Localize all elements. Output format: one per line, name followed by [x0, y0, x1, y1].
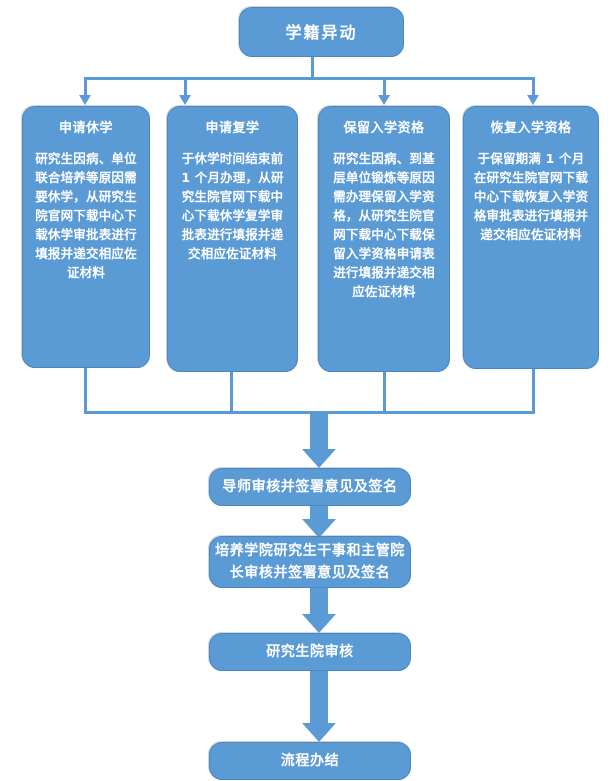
arrowhead-down-icon-merge	[302, 449, 336, 468]
arrow-shaft	[310, 506, 328, 519]
seq-0-label: 导师审核并签署意见及签名	[222, 479, 398, 495]
branch-0-title: 申请休学	[58, 121, 113, 136]
connector-drop-3	[532, 77, 535, 97]
node-apply-resumption[interactable]: 申请复学 于休学时间结束前 1 个月办理，从研究生院官网下载中心下载休学复学审批…	[167, 106, 298, 372]
connector-merge-stem-0	[84, 368, 87, 413]
node-apply-suspension[interactable]: 申请休学 研究生因病、单位联合培养等原因需要休学，从研究生院官网下载中心下载休学…	[22, 106, 150, 368]
arrowhead-down-icon-1	[179, 95, 191, 105]
branch-3-title: 恢复入学资格	[490, 121, 572, 136]
connector-drop-2	[383, 77, 386, 97]
connector-merge-bar	[84, 411, 535, 414]
arrow-graduate-school-to-complete	[301, 671, 337, 742]
arrow-merge-to-advisor	[301, 411, 337, 468]
arrow-advisor-to-college	[301, 506, 337, 538]
branch-1-title: 申请复学	[205, 121, 260, 136]
node-process-complete[interactable]: 流程办结	[209, 742, 411, 780]
arrowhead-down-icon-2	[378, 95, 390, 105]
arrow-shaft	[310, 588, 328, 614]
arrow-shaft	[310, 411, 328, 449]
connector-merge-stem-2	[383, 372, 386, 413]
connector-merge-stem-1	[230, 372, 233, 413]
branch-0-body: 研究生因病、单位联合培养等原因需要休学，从研究生院官网下载中心下载休学审批表进行…	[35, 151, 137, 280]
node-restore-admission-qualification[interactable]: 恢复入学资格 于保留期满 1 个月在研究生院官网下载中心下载恢复入学资格审批表进…	[463, 106, 599, 369]
branch-1-body: 于休学时间结束前 1 个月办理，从研究生院官网下载中心下载休学复学审批表进行填报…	[181, 151, 284, 261]
connector-drop-0	[84, 77, 87, 97]
node-retain-admission-qualification[interactable]: 保留入学资格 研究生因病、到基层单位锻炼等原因需办理保留入学资格，从研究生院官网…	[318, 106, 450, 372]
seq-3-label: 流程办结	[280, 753, 340, 769]
branch-2-title: 保留入学资格	[343, 121, 425, 136]
seq-2-label: 研究生院审核	[266, 644, 354, 660]
arrow-college-to-graduate-school	[301, 588, 337, 633]
root-node-label: 学籍异动	[285, 22, 358, 42]
node-college-review[interactable]: 培养学院研究生干事和主管院长审核并签署意见及签名	[209, 536, 411, 588]
arrowhead-down-icon-seq-3	[302, 723, 336, 742]
arrowhead-down-icon-3	[527, 95, 539, 105]
node-graduate-school-review[interactable]: 研究生院审核	[209, 633, 411, 671]
connector-branch-bar	[84, 77, 535, 80]
arrowhead-down-icon-seq-2	[302, 614, 336, 633]
node-advisor-review[interactable]: 导师审核并签署意见及签名	[209, 468, 411, 506]
connector-drop-1	[184, 77, 187, 97]
branch-3-body: 于保留期满 1 个月在研究生院官网下载中心下载恢复入学资格审批表进行填报并递交相…	[473, 151, 589, 242]
connector-merge-stem-3	[532, 369, 535, 413]
arrow-shaft	[310, 671, 328, 723]
connector-root-stem	[311, 57, 314, 80]
seq-1-label: 培养学院研究生干事和主管院长审核并签署意见及签名	[215, 543, 405, 581]
arrowhead-down-icon-seq-1	[302, 519, 336, 538]
branch-2-body: 研究生因病、到基层单位锻炼等原因需办理保留入学资格，从研究生院官网下载中心下载保…	[333, 151, 435, 299]
arrowhead-down-icon-0	[79, 95, 91, 105]
node-root-student-status-change[interactable]: 学籍异动	[239, 7, 404, 57]
